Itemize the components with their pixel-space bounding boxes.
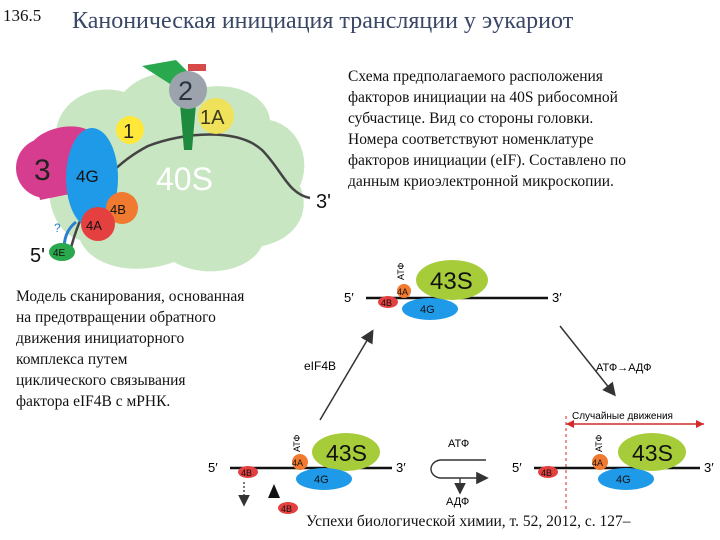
eif4a-label: 4A [397, 287, 408, 297]
eif1-shape [116, 116, 144, 144]
eif4g-label: 4G [420, 304, 435, 316]
eif2-tag [188, 64, 206, 71]
arrow-to-right [559, 325, 616, 397]
eif4g-shape [598, 468, 654, 490]
end-5: 5′ [344, 290, 354, 305]
mrna-3prime: 3' [316, 191, 331, 213]
eif1a-shape [198, 98, 234, 134]
atp-label: АТФ [396, 263, 406, 280]
eif4b-shape [378, 296, 398, 308]
model-description: Модель сканирования, основанная на предо… [16, 286, 316, 412]
eif4b-shape [238, 466, 258, 478]
model-line: фактора eIF4B с мРНК. [16, 393, 171, 410]
caption-line: факторов инициации (eIF). Составлено по [348, 152, 627, 169]
question-mark: ? [54, 221, 61, 235]
end-3: 3′ [552, 290, 562, 305]
model-line: Модель сканирования, основанная [16, 288, 245, 305]
end-5: 5′ [208, 460, 218, 475]
state-bottom-left: 5′ 3′ 43S 4G 4A АТФ 4B 4B [208, 433, 406, 514]
model-line: движения инициаторного [16, 330, 185, 347]
complex-43s-label: 43S [632, 440, 673, 466]
hydrolysis-label: АТФ→АДФ [596, 362, 651, 374]
caption-line: Схема предполагаемого расположения [348, 68, 603, 85]
random-movement-label: Случайные движения [572, 411, 673, 422]
eif4b-shape [538, 466, 558, 478]
eif4b-label: 4B [541, 468, 552, 478]
eif1-label: 1 [123, 121, 134, 143]
eif2-shape [169, 71, 207, 109]
caption-line: факторов инициации на 40S рибосомной [348, 89, 618, 106]
eif4a-label: 4A [292, 458, 303, 468]
eif4b-shape [106, 192, 138, 224]
atp-label: АТФ [594, 435, 604, 452]
atp-label: АТФ [292, 435, 302, 452]
caption-line: Номера соответствуют номенклатуре [348, 131, 594, 148]
eif4a-label: 4A [86, 218, 102, 233]
eif4b-label: 4B [110, 202, 126, 217]
complex-43s [312, 433, 380, 471]
state-bottom-right: 5′ 3′ 4B 43S 4G 4A АТФ [512, 433, 714, 490]
eif4g-label: 4G [76, 167, 99, 186]
state-top: 5′ 3′ 43S 4G 4A 4B АТФ [344, 260, 562, 320]
atp-in-label: АТФ [448, 438, 469, 450]
eif4g-shape [66, 128, 118, 228]
eif4g-label: 4G [314, 474, 329, 486]
caption-line: данным криоэлектронной микроскопии. [348, 173, 614, 190]
atp-exchange: АТФ АДФ [430, 438, 489, 508]
eif4a-label: 4A [592, 458, 603, 468]
eif2-label: 2 [178, 76, 193, 106]
eif4e-label: 4E [53, 248, 66, 259]
eif4a-shape [592, 454, 608, 470]
complex-43s-label: 43S [326, 440, 367, 466]
end-3: 3′ [396, 460, 406, 475]
atp-exchange-arrow [430, 459, 489, 485]
ribosome-40s-scheme: 3 4G 4B 4A ? 4E 2 1A 1 40S 5' 3' [16, 60, 331, 272]
eif4a-shape [81, 207, 115, 241]
complex-43s-label: 43S [430, 268, 473, 295]
eif4a-shape [397, 284, 411, 298]
model-line: комплекса путем [16, 351, 128, 368]
arrow-to-top [319, 329, 374, 421]
eif4b-label: 4B [381, 298, 392, 308]
eif4e-shape [49, 243, 75, 261]
rebinding-arrowhead [268, 484, 280, 498]
complex-43s [416, 260, 488, 300]
eif1a-label: 1A [200, 107, 225, 129]
slide-number: 136.5 [3, 6, 42, 25]
eif4b-free-label: 4B [281, 504, 292, 514]
eif4a-shape [292, 454, 308, 470]
end-3: 3′ [704, 460, 714, 475]
page-title: Каноническая инициация трансляции у эука… [72, 8, 574, 34]
scheme-caption: Схема предполагаемого расположения факто… [348, 66, 716, 192]
caption-line: субчастице. Вид со стороны головки. [348, 110, 594, 127]
eif2-stalk [180, 104, 196, 150]
eif4b-label: eIF4B [304, 359, 336, 373]
eif3-label: 3 [34, 154, 51, 187]
mrna-5prime: 5' [30, 245, 45, 267]
subunit-label: 40S [156, 161, 213, 197]
adp-out-label: АДФ [446, 496, 469, 508]
random-movement-scale: Случайные движения [565, 411, 704, 512]
end-5: 5′ [512, 460, 522, 475]
eif4g-shape [296, 468, 352, 490]
model-line: на предотвращении обратного [16, 309, 216, 326]
model-line: циклического связывания [16, 372, 186, 389]
complex-43s [618, 433, 686, 471]
source-citation: Успехи биологической химии, т. 52, 2012,… [306, 513, 631, 530]
eif4g-shape [402, 298, 458, 320]
eif4g-label: 4G [616, 474, 631, 486]
eif4b-free [278, 502, 298, 514]
eif4b-label: 4B [241, 468, 252, 478]
